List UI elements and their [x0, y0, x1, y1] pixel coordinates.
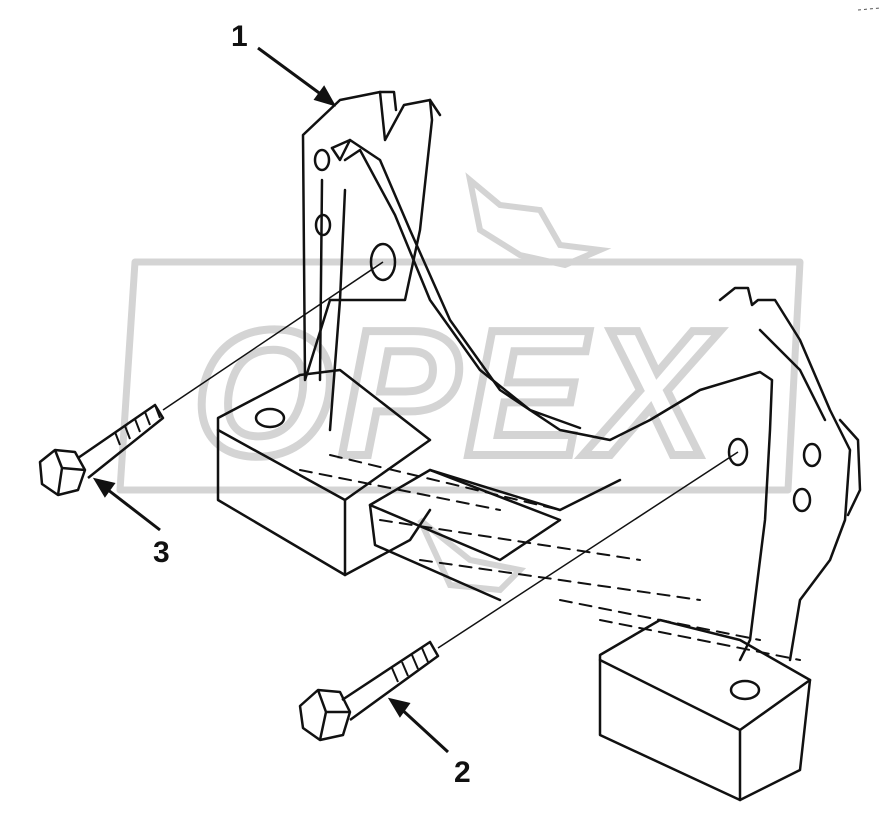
mounting-bracket: [216, 90, 862, 802]
leader-arrow-2: [396, 704, 450, 754]
opex-watermark: OPEX: [116, 172, 804, 594]
corner-mark: [857, 7, 881, 11]
callout-1: 1: [231, 20, 248, 53]
leader-arrow-3: [102, 484, 161, 532]
leader-arrows: [92, 46, 450, 754]
short-bolt: [38, 261, 384, 497]
watermark-text: OPEX: [193, 293, 721, 494]
leader-arrow-1: [257, 46, 327, 100]
callout-3: 3: [153, 536, 170, 569]
callout-2: 2: [454, 756, 471, 789]
long-bolt: [298, 451, 739, 742]
